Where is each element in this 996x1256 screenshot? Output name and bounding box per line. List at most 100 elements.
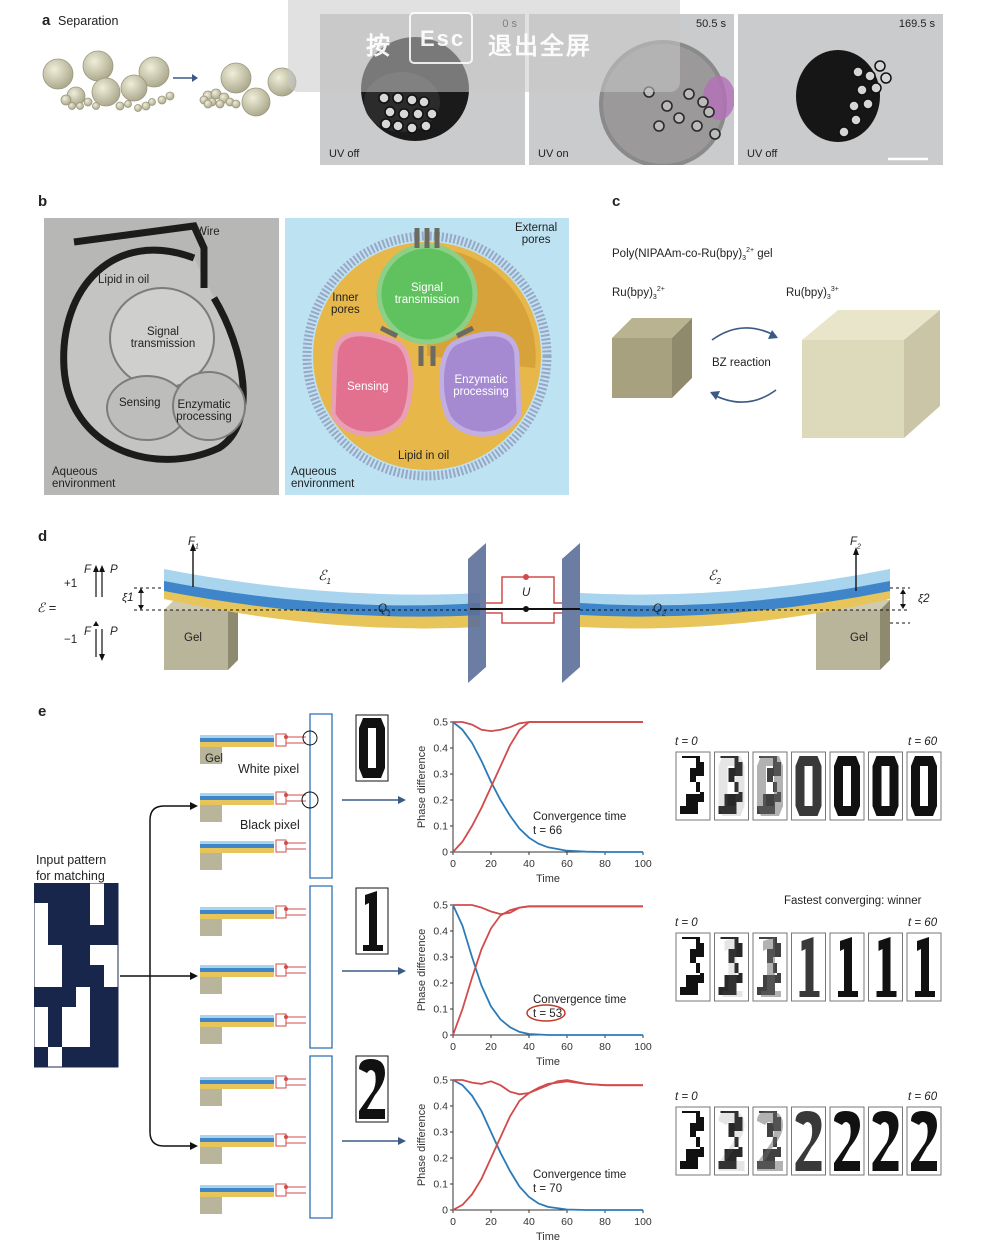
evolution-strip-two	[675, 1106, 942, 1176]
x-tick-label: 0	[450, 858, 456, 870]
x-axis-label: Time	[536, 873, 560, 885]
separation-schematic	[42, 50, 297, 117]
charge-1-label: Q1	[378, 603, 391, 618]
input-pattern-grid	[34, 883, 119, 1068]
legend-polarization-bottom: P	[110, 626, 118, 638]
frame-uv-state: UV off	[329, 148, 360, 160]
x-tick-label: 20	[485, 1041, 497, 1053]
force-2-label: F2	[850, 536, 861, 551]
series-line	[452, 721, 643, 853]
y-tick-label: 0.3	[433, 1127, 448, 1139]
y-tick-label: 0.5	[433, 900, 448, 912]
gel-right-label: Gel	[850, 632, 868, 644]
series-line	[452, 904, 643, 1036]
oscillator-diagram	[93, 543, 910, 683]
series-line	[453, 721, 643, 733]
template-digit-zero	[355, 714, 389, 782]
plus-one-label: +1	[64, 578, 78, 590]
evolution-frame	[752, 751, 788, 821]
bz-gel-cubes	[612, 310, 940, 438]
evolution-frame	[791, 932, 826, 1002]
epsilon-2-label: ℰ2	[708, 567, 721, 586]
evolution-one-start: t = 0	[675, 917, 698, 929]
evolution-frame	[791, 1106, 826, 1176]
convergence-label: Convergence time	[533, 1169, 626, 1181]
white-pixel-label: White pixel	[238, 762, 300, 776]
evolution-two-end: t = 60	[908, 1091, 938, 1103]
evolution-frame	[752, 1106, 788, 1176]
convergence-time-value: t = 53	[533, 1008, 562, 1020]
y-tick-label: 0.2	[433, 795, 448, 807]
y-tick-label: 0.1	[433, 1004, 448, 1016]
y-tick-label: 0	[442, 847, 448, 859]
x-tick-label: 40	[523, 858, 535, 870]
y-tick-label: 0.1	[433, 821, 448, 833]
x-tick-label: 60	[561, 1041, 573, 1053]
x-tick-label: 60	[561, 1216, 573, 1228]
y-tick-label: 0.4	[433, 743, 448, 755]
ru-reduced-label: Ru(bpy)32+	[612, 286, 665, 302]
schematic-lipid-label: Lipid in oil	[398, 450, 450, 462]
gel-left-label: Gel	[184, 632, 202, 644]
evolution-frame	[675, 932, 711, 1002]
y-tick-label: 0.3	[433, 952, 448, 964]
legend-polarization-top: P	[110, 564, 118, 576]
y-tick-label: 0.5	[433, 1075, 448, 1087]
black-pixel-label: Black pixel	[240, 818, 300, 832]
panel-d-label: d	[38, 528, 48, 545]
large-cube	[802, 310, 940, 438]
series-line	[452, 1079, 643, 1211]
hint-key-label: 按	[366, 33, 392, 60]
force-1-label: F1	[188, 536, 199, 551]
exit-fullscreen-label[interactable]: 退出全屏	[488, 33, 592, 60]
x-axis-label: Time	[536, 1231, 560, 1243]
evolution-two-start: t = 0	[675, 1091, 698, 1103]
x-tick-label: 0	[450, 1041, 456, 1053]
esc-key-icon	[409, 12, 473, 64]
convergence-label: Convergence time	[533, 994, 626, 1006]
evolution-frame	[906, 932, 942, 1002]
order-parameter-symbol: ℰ =	[37, 600, 57, 615]
y-tick-label: 0	[442, 1205, 448, 1217]
evolution-frame	[675, 1106, 711, 1176]
evolution-frame	[714, 932, 749, 1002]
x-tick-label: 80	[599, 858, 611, 870]
frame-uv-state: UV on	[538, 148, 569, 160]
evolution-zero-end: t = 60	[908, 736, 938, 748]
legend-force-bottom: F	[84, 626, 92, 638]
x-tick-label: 80	[599, 1041, 611, 1053]
evolution-frame	[829, 751, 865, 821]
y-axis-label: Phase difference	[416, 746, 428, 828]
xi-1-label: ξ1	[122, 592, 134, 604]
y-tick-label: 0.2	[433, 1153, 448, 1165]
evolution-frame	[829, 932, 865, 1002]
charge-2-label: Q2	[653, 603, 666, 618]
evolution-zero-start: t = 0	[675, 736, 698, 748]
y-tick-label: 0.5	[433, 717, 448, 729]
convergence-label: Convergence time	[533, 811, 626, 823]
evolution-frame	[675, 751, 711, 821]
schematic-sensing-label: Sensing	[347, 381, 389, 393]
panel-a-title: Separation	[58, 14, 119, 28]
convergence-time-value: t = 66	[533, 825, 562, 837]
panel-c-label: c	[612, 193, 621, 210]
x-axis-label: Time	[536, 1056, 560, 1068]
micrograph-169s: 169.5 s UV off	[738, 14, 943, 165]
bz-reaction-label: BZ reaction	[712, 357, 771, 369]
x-tick-label: 40	[523, 1216, 535, 1228]
gel-pad-label: Gel	[205, 753, 223, 765]
evolution-frame	[829, 1106, 865, 1176]
x-tick-label: 20	[485, 858, 497, 870]
panel-e-label: e	[38, 703, 47, 720]
evolution-frame	[752, 932, 788, 1002]
